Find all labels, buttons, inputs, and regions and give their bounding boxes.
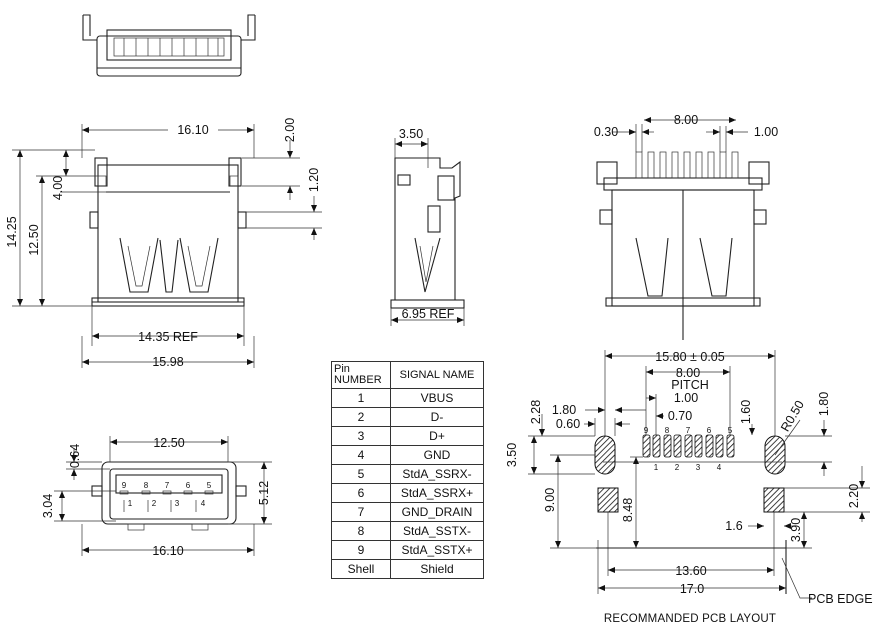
port-pin-label: 5 [207,481,212,490]
pin-number-cell: 4 [331,445,391,465]
dim-0-70: 0.70 [668,409,692,423]
dim-6-95-ref: 6.95 REF [402,307,455,321]
port-view: 9 8 7 6 5 1 2 3 4 12.50 0.64 5.12 [41,436,272,558]
signal-name-cell: StdA_SSTX+ [390,540,484,560]
pcb-pin-label: 3 [696,463,701,472]
dim-16-10-port: 16.10 [152,544,183,558]
pcb-pin-label: 6 [707,426,712,435]
dim-8-00-rear: 8.00 [674,113,698,127]
dim-2-00: 2.00 [283,118,297,142]
dim-5-12: 5.12 [257,481,271,505]
dim-1-00-pitch: 1.00 [674,391,698,405]
dim-15-98: 15.98 [152,355,183,369]
dim-1-00-rear: 1.00 [754,125,778,139]
dim-0-64: 0.64 [68,444,82,468]
column-header-signal-name: SIGNAL NAME [390,361,484,389]
dim-15-80: 15.80 ± 0.05 [655,350,724,364]
pcb-pin-label: 7 [686,426,691,435]
dim-1-80-a: 1.80 [552,403,576,417]
dim-front-width: 16.10 [177,123,208,137]
signal-name-cell: StdA_SSTX- [390,521,484,541]
dim-r0-50: R0.50 [778,398,807,434]
signal-name-cell: Shield [390,559,484,579]
front-view: 16.10 2.00 1.20 4.00 14.25 12.50 14.35 R… [5,118,322,369]
pcb-pin-label: 4 [717,463,722,472]
dim-8-48: 8.48 [621,498,635,522]
pin-number-cell: 5 [331,464,391,484]
pcb-layout: 9 8 7 6 5 1 2 3 4 15.80 ± 0.05 8.00 PITC… [505,350,873,625]
pcb-pin-label: 2 [675,463,680,472]
dim-4-00: 4.00 [51,176,65,200]
top-view [82,14,256,77]
table-header-row: Pin NUMBER SIGNAL NAME [331,361,484,389]
pitch-label: PITCH [671,378,709,392]
port-pin-label: 4 [201,499,206,508]
dim-14-25: 14.25 [5,216,19,247]
pcb-layout-caption: RECOMMANDED PCB LAYOUT [604,613,776,625]
pin-number-cell: Shell [331,559,391,579]
signal-name-cell: D- [390,407,484,427]
dim-1-20: 1.20 [307,168,321,192]
dim-3-50-pcb: 3.50 [505,443,519,467]
pin-number-cell: 6 [331,483,391,503]
dim-17-0: 17.0 [680,582,704,596]
rear-view: 0.30 8.00 1.00 [594,113,778,340]
dim-13-60: 13.60 [675,564,706,578]
dim-12-50: 12.50 [27,224,41,255]
dim-0-30: 0.30 [594,125,618,139]
port-pin-label: 1 [128,499,133,508]
pin-number-cell: 8 [331,521,391,541]
pcb-pin-label: 1 [654,463,659,472]
signal-name-cell: StdA_SSRX- [390,464,484,484]
port-pin-label: 3 [175,499,180,508]
pcb-edge-label: PCB EDGE [808,592,873,606]
dim-8-00-pcb: 8.00 [676,366,700,380]
port-pin-label: 2 [152,499,157,508]
port-pin-label: 6 [186,481,191,490]
pin-number-cell: 9 [331,540,391,560]
pin-number-cell: 3 [331,426,391,446]
signal-name-cell: GND [390,445,484,465]
dim-3-50: 3.50 [399,127,423,141]
pin-number-cell: 1 [331,388,391,408]
pcb-pin-label: 8 [665,426,670,435]
dim-1-60: 1.60 [739,400,753,424]
dim-2-28: 2.28 [529,400,543,424]
signal-name-cell: GND_DRAIN [390,502,484,522]
port-pin-label: 8 [144,481,149,490]
signal-name-cell: VBUS [390,388,484,408]
dim-1-6: 1.6 [725,519,742,533]
signal-name-cell: D+ [390,426,484,446]
dim-9-00: 9.00 [543,488,557,512]
dim-14-35-ref: 14.35 REF [138,330,198,344]
pin-number-cell: 2 [331,407,391,427]
signal-name-cell: StdA_SSRX+ [390,483,484,503]
dim-0-60: 0.60 [556,417,580,431]
column-header-pin-number: Pin NUMBER [331,361,391,389]
dim-3-04: 3.04 [41,494,55,518]
dim-3-90: 3.90 [789,518,803,542]
dim-1-80-b: 1.80 [817,392,831,416]
dim-2-20: 2.20 [847,484,861,508]
port-pin-label: 9 [122,481,127,490]
side-view: 3.50 6.95 REF [390,127,465,326]
dim-12-50-port: 12.50 [153,436,184,450]
port-pin-label: 7 [165,481,170,490]
pin-number-cell: 7 [331,502,391,522]
